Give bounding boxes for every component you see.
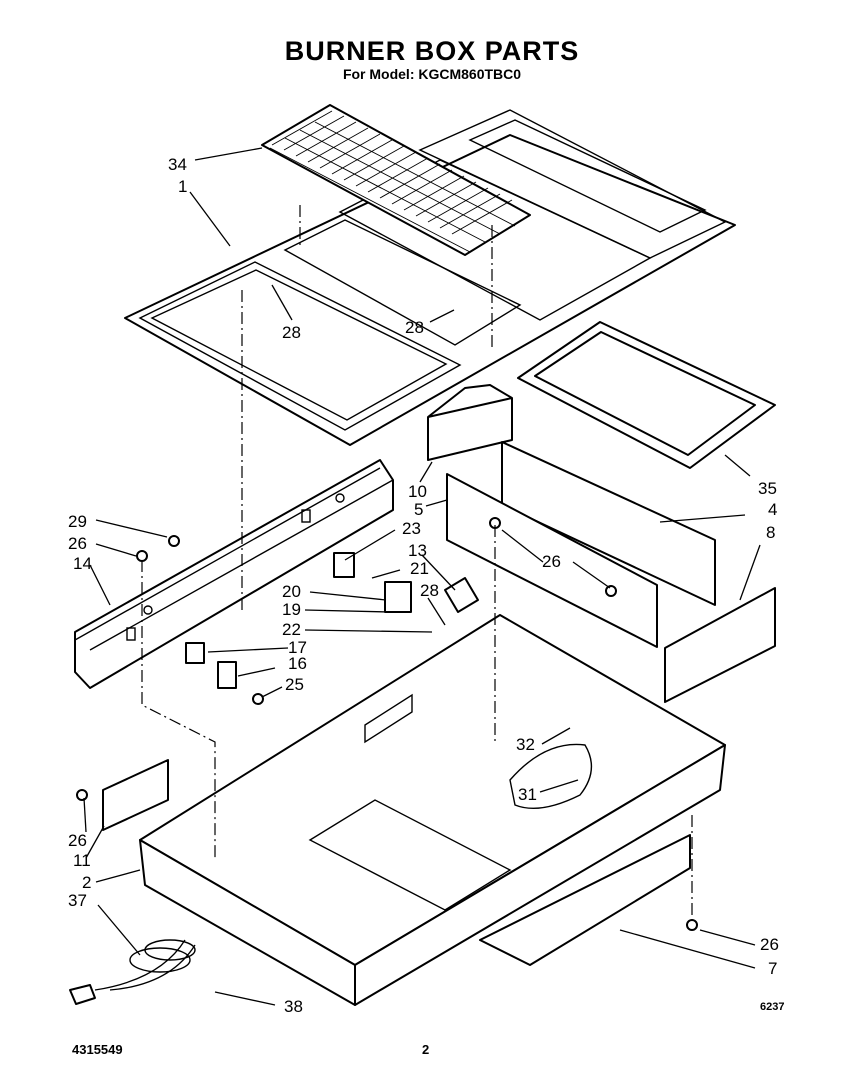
callout-14: 14 [73, 554, 92, 573]
callout-28-top-center: 28 [405, 318, 424, 337]
callout-4: 4 [768, 500, 777, 519]
callout-10: 10 [408, 482, 427, 501]
callout-13: 13 [408, 541, 427, 560]
drip-tray [517, 321, 776, 469]
panel-5 [446, 473, 658, 648]
callout-38: 38 [284, 997, 303, 1016]
callout-labels: 34 1 28 28 35 10 5 4 8 29 26 23 13 14 21… [68, 155, 779, 1016]
callout-22: 22 [282, 620, 301, 639]
leader-lines [83, 147, 761, 1006]
callout-5: 5 [414, 500, 423, 519]
callout-28-top-left: 28 [282, 323, 301, 342]
callout-26-bottom: 26 [760, 935, 779, 954]
callout-19: 19 [282, 600, 301, 619]
part-number: 4315549 [72, 1042, 123, 1057]
callout-25: 25 [285, 675, 304, 694]
callout-8: 8 [766, 523, 775, 542]
callout-29: 29 [68, 512, 87, 531]
callout-34: 34 [168, 155, 187, 174]
callout-37: 37 [68, 891, 87, 910]
small-parts [76, 517, 698, 931]
callout-7: 7 [768, 959, 777, 978]
callout-26-panel: 26 [542, 552, 561, 571]
callout-26-bracket: 26 [68, 534, 87, 553]
model-subtitle: For Model: KGCM860TBC0 [342, 66, 522, 82]
callout-11: 11 [73, 851, 91, 870]
drawing-code: 6237 [760, 1001, 785, 1013]
power-cord [69, 939, 196, 1005]
callout-2: 2 [82, 873, 91, 892]
callout-16: 16 [288, 654, 307, 673]
alignment-lines [141, 205, 693, 920]
callout-35: 35 [758, 479, 777, 498]
page-title: BURNER BOX PARTS [284, 36, 580, 66]
callout-1: 1 [178, 177, 187, 196]
callout-17: 17 [288, 638, 307, 657]
callout-28-right: 28 [420, 581, 439, 600]
channel-10 [427, 384, 513, 461]
callout-26-left: 26 [68, 831, 87, 850]
burner-box [139, 614, 726, 1006]
callout-20: 20 [282, 582, 301, 601]
grille [261, 104, 531, 256]
bottom-tray [479, 834, 691, 966]
panel-4 [501, 441, 716, 606]
callout-23: 23 [402, 519, 421, 538]
callout-31: 31 [518, 785, 537, 804]
callout-32: 32 [516, 735, 535, 754]
page-number: 2 [422, 1042, 430, 1057]
callout-21: 21 [410, 559, 429, 578]
panel-8 [664, 587, 776, 703]
